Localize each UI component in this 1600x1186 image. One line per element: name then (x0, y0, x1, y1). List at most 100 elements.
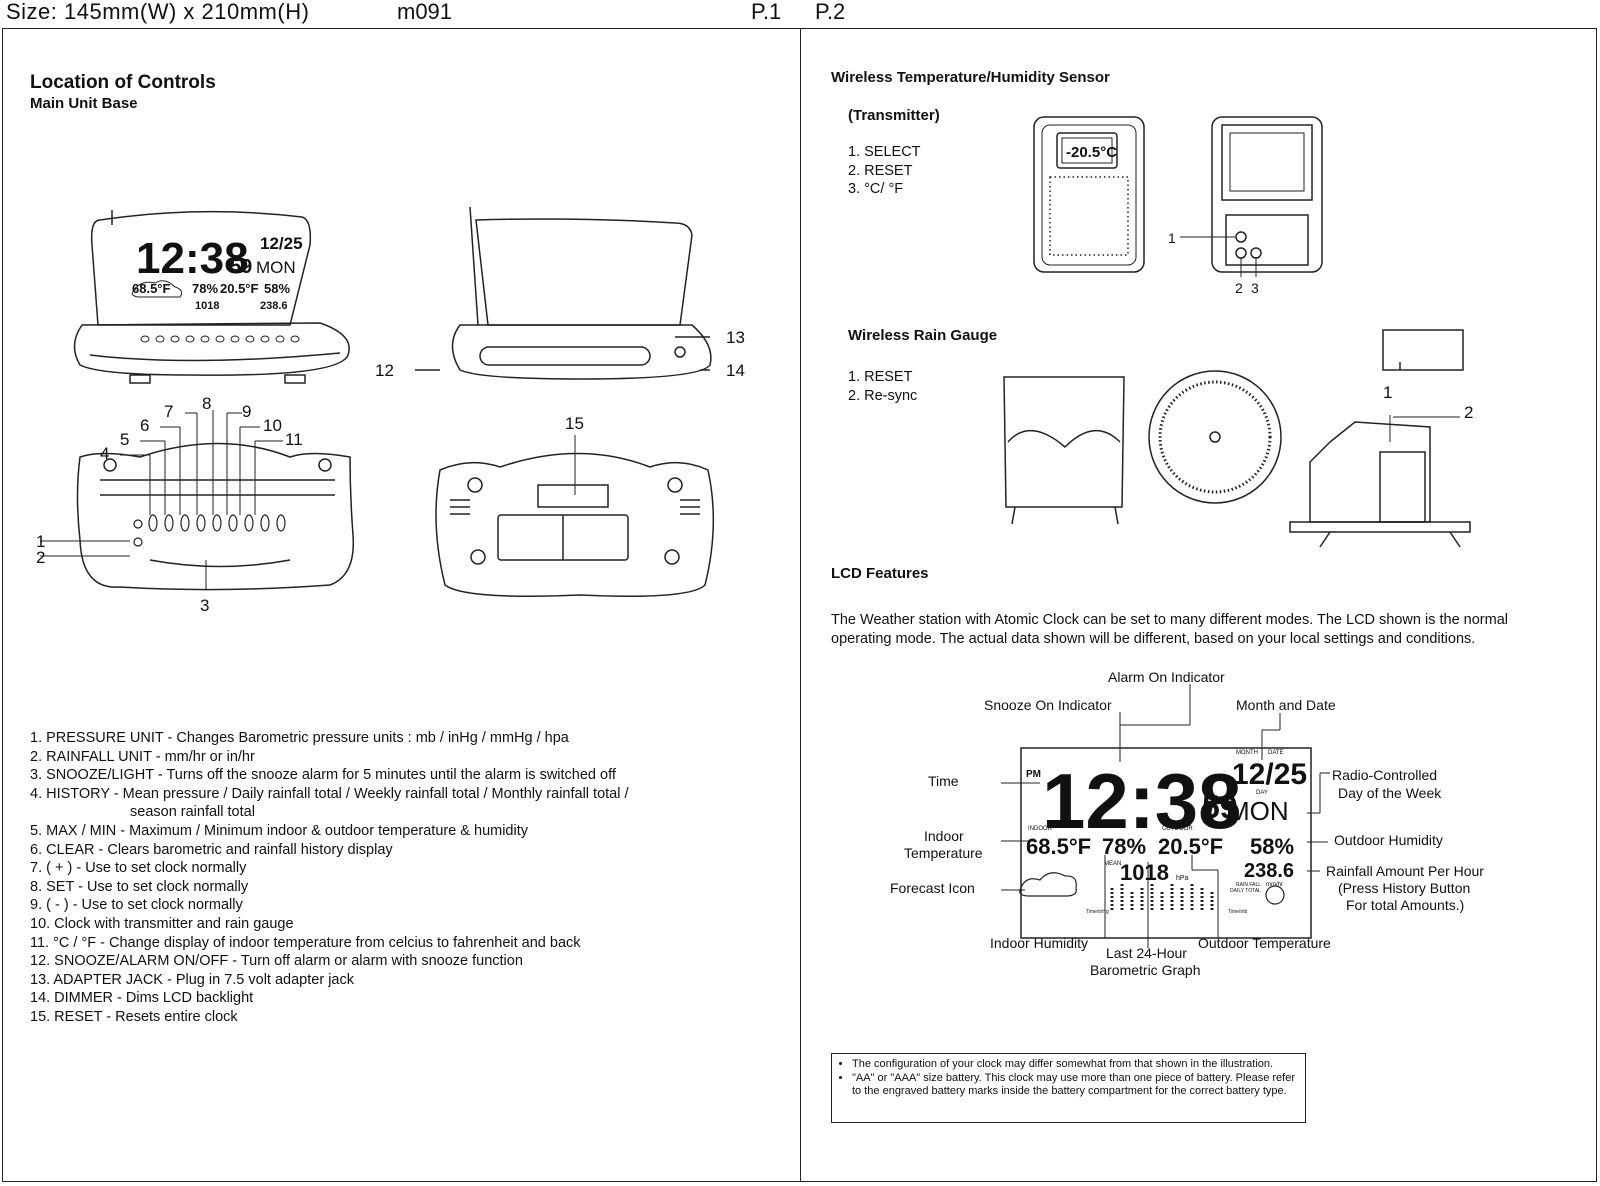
lcd-time-mb: Time/mb (1228, 909, 1247, 915)
lcd-indoor-temp: 68.5°F (132, 281, 171, 296)
page-divider (800, 28, 801, 1182)
callout-11: 11 (285, 430, 303, 449)
model-number: m091 (397, 0, 453, 24)
lcd-big-outdoor-hum: 58% (1250, 834, 1294, 859)
lcd-indoor-hum: 78% (192, 281, 218, 296)
lcd-indoor-label: INDOOR (1028, 826, 1053, 832)
lcd-pm: PM (1026, 769, 1041, 780)
callout-7: 7 (164, 402, 173, 421)
label-snooze-on: Snooze On Indicator (984, 697, 1112, 713)
location-title: Location of Controls (30, 72, 216, 93)
transmitter-list: 1. SELECT 2. RESET 3. °C/ °F (848, 143, 921, 199)
label-indoor-temp-1: Indoor (924, 828, 964, 844)
list-item: 8. SET - Use to set clock normally (30, 878, 249, 895)
callout-5: 5 (120, 430, 129, 449)
label-radio-1: Radio-Controlled (1332, 767, 1437, 783)
label-indoor-hum: Indoor Humidity (990, 935, 1088, 951)
rain-gauge-title: Wireless Rain Gauge (848, 327, 998, 344)
lcd-date: 12/25 (260, 234, 303, 253)
lcd-day-label: DAY (1256, 790, 1268, 796)
list-item: 10. Clock with transmitter and rain gaug… (30, 915, 294, 932)
list-item: 2. RAINFALL UNIT - mm/hr or in/hr (30, 748, 255, 765)
label-month-date: Month and Date (1236, 697, 1336, 713)
side-view-illustration (415, 206, 712, 380)
sensor-callout-2: 2 (1235, 280, 1243, 296)
lcd-screen: PM 12:38 59 MONTH DATE 12/25 DAY MON IND… (1026, 750, 1307, 915)
list-item: 2. RESET (848, 162, 913, 179)
controls-list: 1. PRESSURE UNIT - Changes Barometric pr… (30, 729, 770, 1027)
list-item: 6. CLEAR - Clears barometric and rainfal… (30, 841, 393, 858)
notes-box: The configuration of your clock may diff… (831, 1053, 1306, 1123)
label-indoor-temp-2: Temperature (904, 845, 983, 861)
lcd-big-indoor-hum: 78% (1102, 834, 1146, 859)
lcd-time: 12:38 (136, 234, 249, 283)
callout-8: 8 (202, 394, 211, 413)
callout-10: 10 (263, 416, 282, 435)
page-frame (2, 28, 1597, 1182)
rain-callout-1: 1 (1383, 383, 1392, 402)
lcd-rain-unit: mm/hr (1266, 882, 1283, 888)
sensor-callout-1: 1 (1168, 230, 1176, 246)
rain-gauge-list: 1. RESET 2. Re-sync (848, 368, 917, 405)
page-number-2: P.2 (815, 0, 846, 24)
label-rain-2: (Press History Button (1338, 880, 1470, 896)
transmitter-illustration: -20.5°C 1 2 3 (1033, 116, 1323, 296)
transmitter-label: (Transmitter) (848, 107, 940, 124)
sensor-callout-3: 3 (1251, 280, 1259, 296)
lcd-features-title: LCD Features (831, 565, 929, 582)
page-number-1: P.1 (751, 0, 782, 24)
list-item: 3. SNOOZE/LIGHT - Turns off the snooze a… (30, 767, 616, 784)
top-view-illustration (76, 442, 355, 591)
list-item: 3. °C/ °F (848, 181, 904, 198)
callout-14: 14 (726, 361, 745, 380)
label-rain-3: For total Amounts.) (1346, 897, 1464, 913)
sensor-display: -20.5°C (1066, 144, 1117, 161)
list-item: 7. ( + ) - Use to set clock normally (30, 860, 247, 877)
lcd-big-date: 12/25 (1232, 758, 1307, 791)
lcd-time-inhg: Time/inHg (1086, 909, 1109, 915)
lcd-outdoor-label: OUTDOOR (1162, 826, 1193, 832)
rain-gauge-illustration: 1 2 (1003, 329, 1473, 548)
list-item: 11. °C / °F - Change display of indoor t… (30, 934, 581, 951)
list-item: 1. SELECT (848, 144, 921, 160)
list-item: 14. DIMMER - Dims LCD backlight (30, 990, 254, 1007)
list-item: 12. SNOOZE/ALARM ON/OFF - Turn off alarm… (30, 953, 523, 970)
label-forecast: Forecast Icon (890, 880, 975, 896)
page-size: Size: 145mm(W) x 210mm(H) (6, 0, 310, 24)
callout-3: 3 (200, 596, 209, 615)
lcd-outdoor-hum: 58% (264, 281, 290, 296)
page-header: Size: 145mm(W) x 210mm(H) m091 P.1 P.2 (0, 0, 1600, 28)
lcd-outdoor-temp: 20.5°F (220, 281, 259, 296)
label-baro-1: Last 24-Hour (1106, 945, 1187, 961)
callout-9: 9 (242, 402, 251, 421)
lcd-day: MON (256, 258, 296, 277)
lcd-seconds: 59 (230, 256, 252, 278)
list-item: 15. RESET - Resets entire clock (30, 1008, 238, 1025)
callout-1: 1 (36, 532, 45, 551)
list-item: 1. PRESSURE UNIT - Changes Barometric pr… (30, 730, 569, 746)
note-item: The configuration of your clock may diff… (852, 1058, 1297, 1072)
label-radio-2: Day of the Week (1338, 785, 1442, 801)
main-unit-diagrams: 12:38 59 12/25 MON 68.5°F 78% 20.5°F 58%… (36, 206, 745, 615)
lcd-daily-total: DAILY TOTAL (1230, 888, 1261, 894)
bottom-view-illustration (435, 452, 715, 597)
list-item: 2. Re-sync (848, 387, 918, 404)
label-baro-2: Barometric Graph (1090, 962, 1200, 978)
lcd-hpa-label: hPa (1176, 875, 1189, 882)
list-item: 1. RESET (848, 369, 913, 385)
lcd-month-label: MONTH (1236, 750, 1258, 756)
main-unit-subtitle: Main Unit Base (30, 95, 138, 112)
label-outdoor-temp: Outdoor Temperature (1198, 935, 1331, 951)
lcd-description-line: The Weather station with Atomic Clock ca… (831, 612, 1508, 628)
rain-callout-2: 2 (1464, 403, 1473, 422)
lcd-big-pressure: 1018 (1120, 860, 1169, 885)
front-lcd-display: 12:38 59 12/25 MON 68.5°F 78% 20.5°F 58%… (132, 234, 303, 312)
callout-2: 2 (36, 548, 45, 567)
lcd-big-time: 12:38 (1042, 757, 1242, 845)
lcd-pressure: 1018 (195, 300, 219, 312)
label-time: Time (928, 773, 959, 789)
front-view-illustration (73, 210, 350, 384)
lcd-big-indoor-temp: 68.5°F (1026, 834, 1091, 859)
list-item: 13. ADAPTER JACK - Plug in 7.5 volt adap… (30, 971, 354, 988)
lcd-mean-label: MEAN (1104, 861, 1121, 867)
